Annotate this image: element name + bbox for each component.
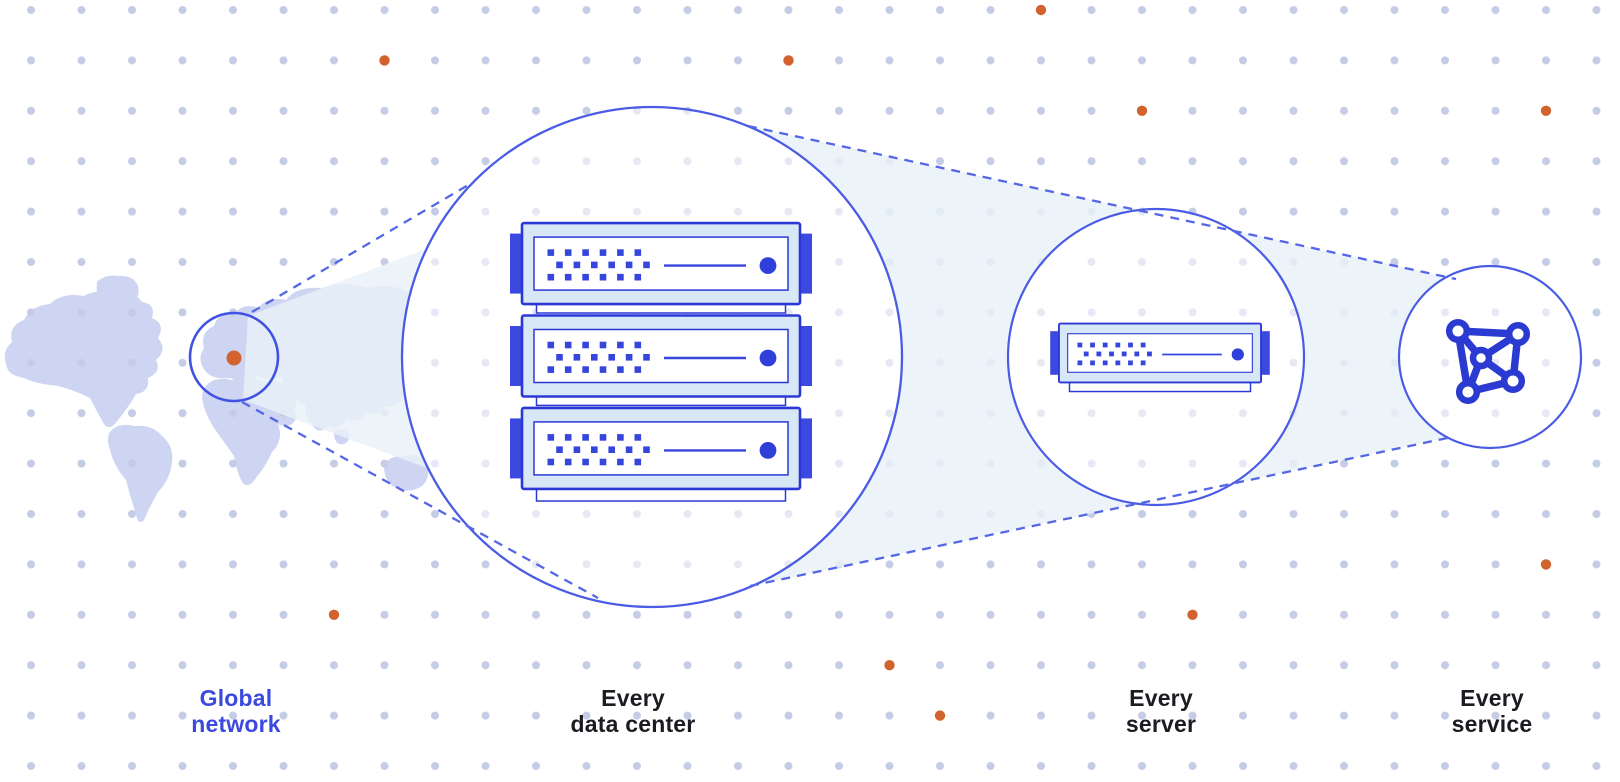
accent-dot	[1035, 4, 1047, 16]
caption-line: network	[191, 710, 281, 737]
caption-line: Global	[199, 685, 273, 711]
caption-every-service: Every service	[1451, 685, 1533, 737]
accent-dot	[1540, 559, 1552, 570]
accent-dot	[934, 710, 946, 721]
single-server-icon	[1049, 322, 1271, 393]
dashed-guideline-upper-left	[251, 183, 471, 313]
caption-every-server: Every server	[1125, 685, 1197, 737]
dashed-guideline-upper-right	[747, 124, 1457, 281]
accent-dot	[783, 55, 794, 66]
accent-dot	[1540, 105, 1552, 117]
caption-line: Every	[1460, 685, 1524, 711]
caption-line: data center	[570, 710, 696, 737]
accent-dot	[1136, 105, 1148, 117]
dashed-guideline-lower-left	[241, 400, 599, 600]
location-marker-dot	[226, 350, 242, 366]
caption-line: Every	[601, 685, 665, 711]
caption-line: service	[1451, 710, 1533, 737]
accent-dot	[884, 660, 895, 671]
accent-dot	[1187, 609, 1198, 620]
accent-dots	[328, 4, 1552, 721]
caption-global-network: Global network	[191, 685, 281, 737]
accent-dot	[328, 609, 340, 620]
caption-every-data-center: Every data center	[570, 685, 696, 737]
dashed-guideline-lower-right	[749, 435, 1453, 588]
globe-highlight-circle	[188, 311, 280, 403]
accent-dot	[379, 55, 390, 66]
server-rack-icon	[508, 221, 814, 502]
mesh-network-icon	[1445, 318, 1531, 405]
dashed-guidelines	[241, 124, 1457, 600]
mesh-nodes	[1445, 318, 1531, 405]
caption-line: server	[1125, 710, 1197, 737]
caption-line: Every	[1129, 685, 1193, 711]
